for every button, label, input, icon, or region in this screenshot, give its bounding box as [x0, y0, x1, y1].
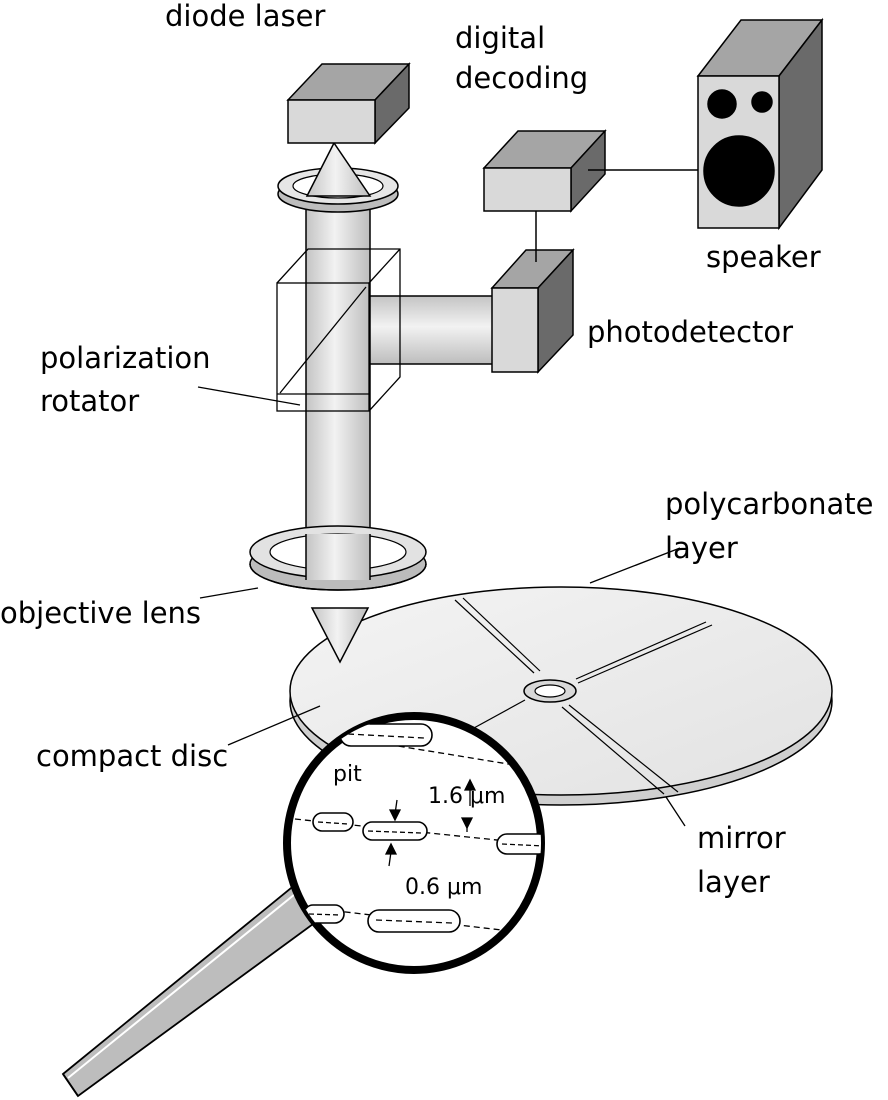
laser-beam [305, 194, 371, 581]
polarization-rotator-label-line2: rotator [40, 384, 140, 418]
focused-cone [310, 607, 370, 664]
laser-cone [305, 141, 372, 197]
mirror-layer-label-line2: layer [697, 865, 770, 899]
photodetector-box [490, 248, 575, 374]
signal-wires [535, 169, 698, 262]
photodetector-label: photodetector [587, 315, 794, 349]
speaker-box [696, 17, 824, 231]
diode-laser-box [286, 62, 411, 145]
pit-label: pit [333, 762, 362, 787]
polarization-rotator-label-line1: polarization [40, 341, 211, 375]
polycarbonate-layer-label-line1: polycarbonate [665, 487, 874, 521]
magnifying-glass [61, 712, 545, 1098]
polarization-rotator-cube [276, 248, 401, 412]
pit-width-label: 0.6 μm [405, 875, 483, 900]
leader-lines [197, 386, 686, 827]
digital-decoding-label-line2: decoding [455, 61, 589, 95]
digital-decoding-label-line1: digital [455, 21, 546, 55]
compact-disc-label: compact disc [36, 739, 229, 773]
digital-decoding-box [482, 129, 607, 213]
track-pitch-arrows [460, 778, 477, 832]
reflected-beam [369, 295, 497, 365]
objective-lens-ring [249, 525, 427, 591]
polycarbonate-layer-label-line2: layer [665, 531, 738, 565]
objective-lens-label: objective lens [0, 596, 202, 630]
track-pitch-label: 1.6 μm [428, 784, 506, 809]
mirror-layer-label-line1: mirror [697, 821, 786, 855]
pit-width-arrows [384, 799, 402, 867]
speaker-label: speaker [706, 240, 821, 274]
diode-laser-label: diode laser [165, 0, 326, 33]
